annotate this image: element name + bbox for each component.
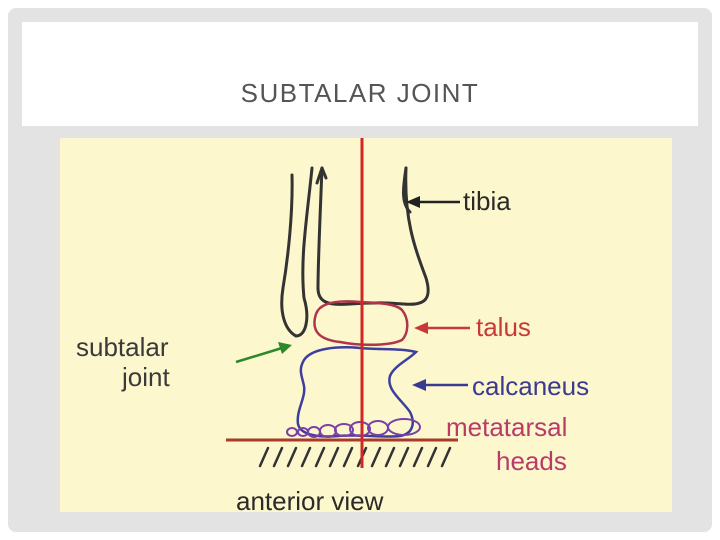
subtalar-label-line2: joint [121, 362, 170, 392]
calcaneus-arrow [412, 379, 468, 391]
talus-arrow [414, 322, 470, 334]
metatarsal-heads [286, 418, 421, 438]
tibia-label: tibia [463, 186, 511, 216]
calcaneus-label: calcaneus [472, 371, 589, 401]
subtalar-label-line1: subtalar [76, 332, 169, 362]
ground-hatching [258, 446, 452, 468]
title-panel: SUBTALAR JOINT [22, 22, 698, 126]
talus-label: talus [476, 312, 531, 342]
metatarsal-label-line1: metatarsal [446, 412, 567, 442]
metatarsal-label-line2: heads [496, 446, 567, 476]
tibia-arrow [406, 196, 460, 208]
talus-bone [313, 300, 409, 346]
tibia-bone [280, 166, 430, 338]
diagram-canvas: tibia talus subtalar joint calcaneus met… [76, 138, 589, 512]
anterior-view-label: anterior view [236, 486, 384, 512]
slide-title: SUBTALAR JOINT [240, 78, 480, 108]
subtalar-arrow [235, 342, 292, 364]
anatomy-diagram: tibia talus subtalar joint calcaneus met… [60, 138, 672, 512]
calcaneus-bone [296, 346, 419, 438]
